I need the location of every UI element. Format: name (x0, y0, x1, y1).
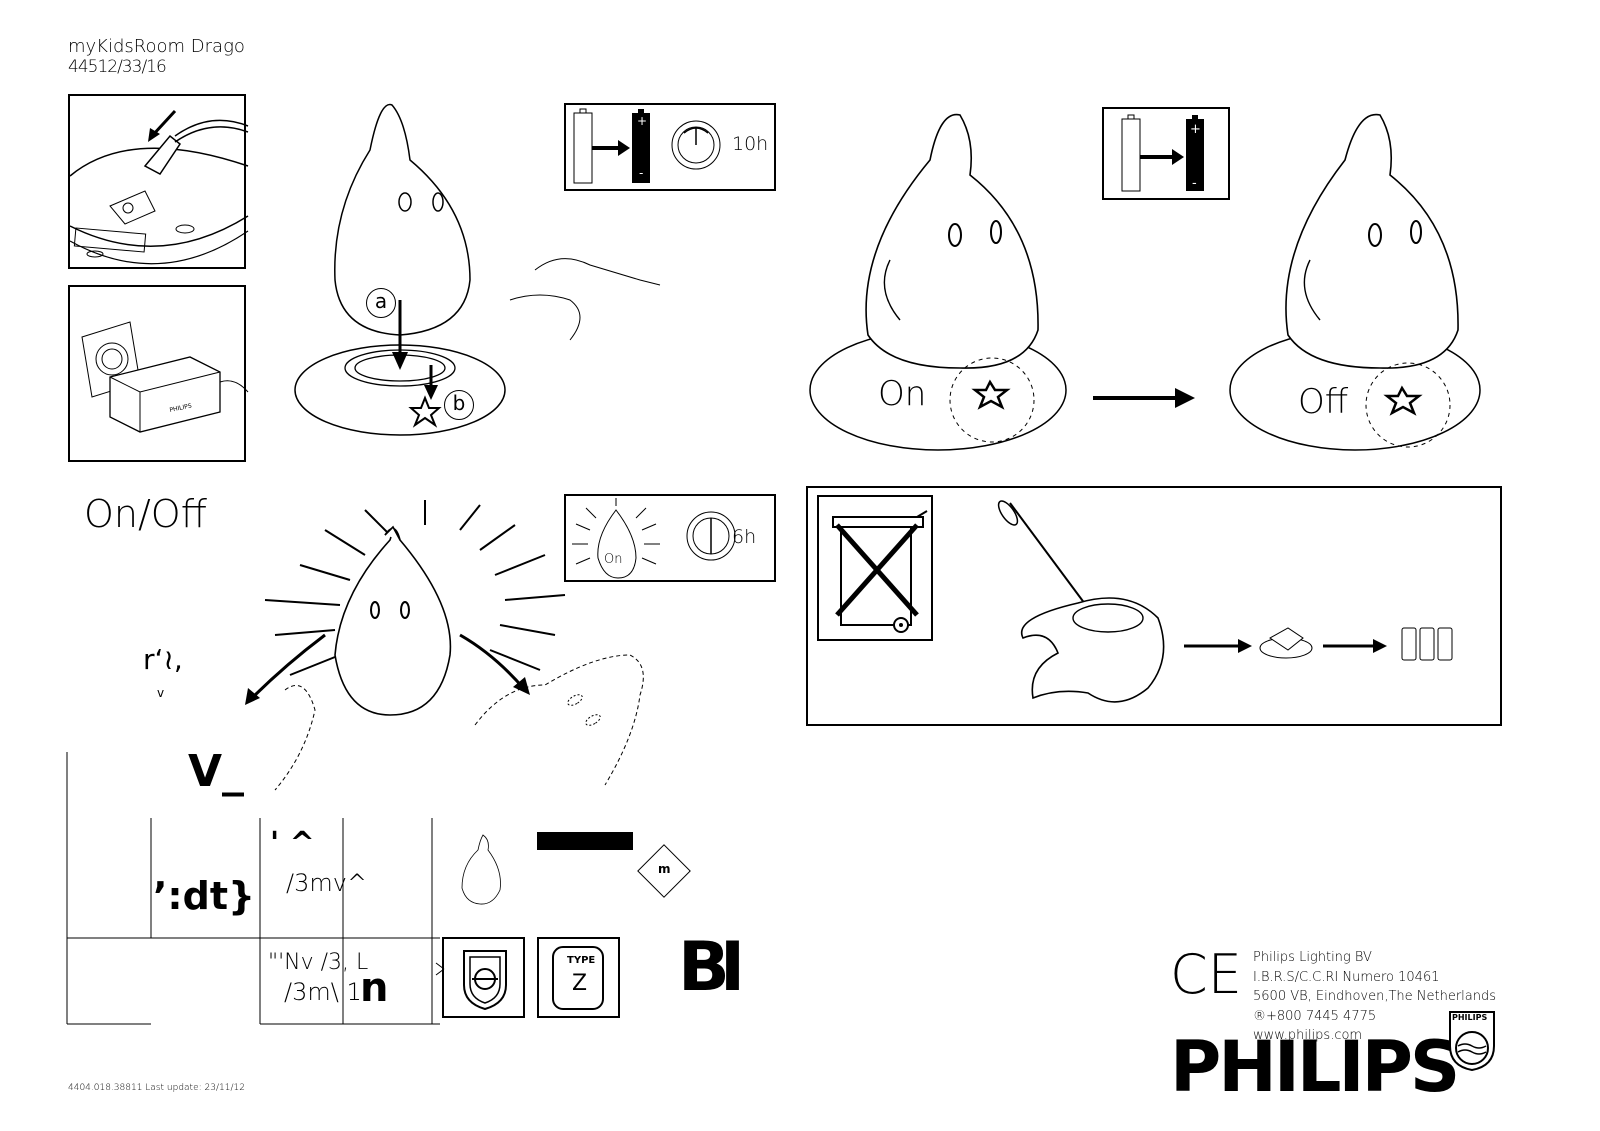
company-address: 5600 VB, Eindhoven,The Netherlands (1253, 989, 1497, 1004)
company-address-block: Philips Lighting BV I.B.R.S/C.C.RI Numer… (1253, 948, 1496, 1046)
svg-text:-: - (1192, 176, 1197, 191)
company-registry: I.B.R.S/C.C.RI Numero 10461 (1253, 969, 1440, 985)
wall-adapter-illustration: PHILIPS (81, 321, 249, 433)
charge-hours: 10h (732, 133, 769, 155)
disposal-box (806, 486, 1502, 726)
diamond-symbol-letter: m (658, 862, 671, 876)
base-disc-illustration (294, 300, 506, 436)
run-hours: 6h (732, 526, 757, 548)
philips-shield-logo (1449, 1011, 1495, 1072)
artifact-text-4: ’:dt} (153, 874, 256, 918)
philips-wordmark: PHILIPS (1170, 1026, 1460, 1108)
company-website: www.philips.com (1253, 1028, 1363, 1043)
small-lamp-sketch (461, 834, 501, 905)
battery-swap-box: + - (1102, 107, 1230, 200)
type-z-outline (552, 946, 604, 1010)
ce-mark: CE (1170, 943, 1242, 1006)
company-name: Philips Lighting BV (1253, 950, 1372, 965)
class2-symbol-box (435, 937, 525, 1018)
run-time-box: On 6h (564, 494, 776, 582)
artifact-text-9: n (360, 965, 389, 1011)
section-title-onoff: On/Off (84, 492, 207, 536)
black-bar-mark (537, 832, 633, 850)
artifact-text-7: "'Nv /3, L (268, 950, 369, 975)
on-label: On (878, 374, 927, 414)
battery-swap-illustration: + - (1121, 114, 1204, 192)
shield-text: PHILIPS (1452, 1013, 1488, 1022)
artifact-text-8: /3m\ 1 (284, 978, 362, 1006)
weee-bin-box (817, 495, 933, 641)
off-label: Off (1298, 382, 1349, 422)
type-label: TYPE (567, 955, 596, 966)
tilt-switch-illustration (245, 500, 644, 791)
doc-code: 4404.018.38811 Last update: 23/11/12 (68, 1083, 245, 1093)
svg-text:-: - (639, 166, 643, 180)
label-b-badge: b (444, 390, 474, 420)
product-code: 44512/33/16 (68, 57, 167, 77)
artifact-text-2: v (157, 686, 165, 700)
plug-connector-illustration (69, 109, 249, 265)
plug-connector-panel (68, 94, 249, 269)
label-a-badge: a (366, 288, 396, 318)
battery-charge-illustration: + - (573, 108, 721, 184)
type-z-box: TYPE Z (537, 937, 620, 1018)
battery-removal-illustration (997, 500, 1453, 703)
artifact-text-5: ' ^ (270, 826, 315, 861)
svg-text:+: + (1190, 122, 1201, 137)
touch-base-illustration (334, 103, 661, 341)
adapter-panel: PHILIPS (68, 285, 249, 462)
product-name: myKidsRoom Drago (68, 36, 245, 57)
artifact-text-6: /3mv^ (286, 869, 368, 897)
run-badge-label: On (604, 552, 623, 567)
off-state-illustration (1229, 113, 1481, 451)
charge-time-box: + - 10h (564, 103, 776, 191)
shield-symbol-icon (435, 950, 507, 1011)
on-state-illustration (809, 113, 1195, 451)
company-phone: ®+800 7445 4775 (1253, 1008, 1377, 1024)
type-letter: Z (572, 971, 588, 996)
artifact-text-11: BI (678, 928, 745, 1007)
svg-text:PHILIPS: PHILIPS (169, 402, 193, 414)
crossed-bin-icon (832, 510, 928, 633)
artifact-text-3: V_ (188, 746, 245, 797)
run-time-illustration (572, 498, 736, 579)
artifact-text-1: r‘≀, (143, 643, 183, 676)
svg-text:+: + (637, 114, 647, 128)
regulatory-table-lines (66, 752, 440, 1025)
